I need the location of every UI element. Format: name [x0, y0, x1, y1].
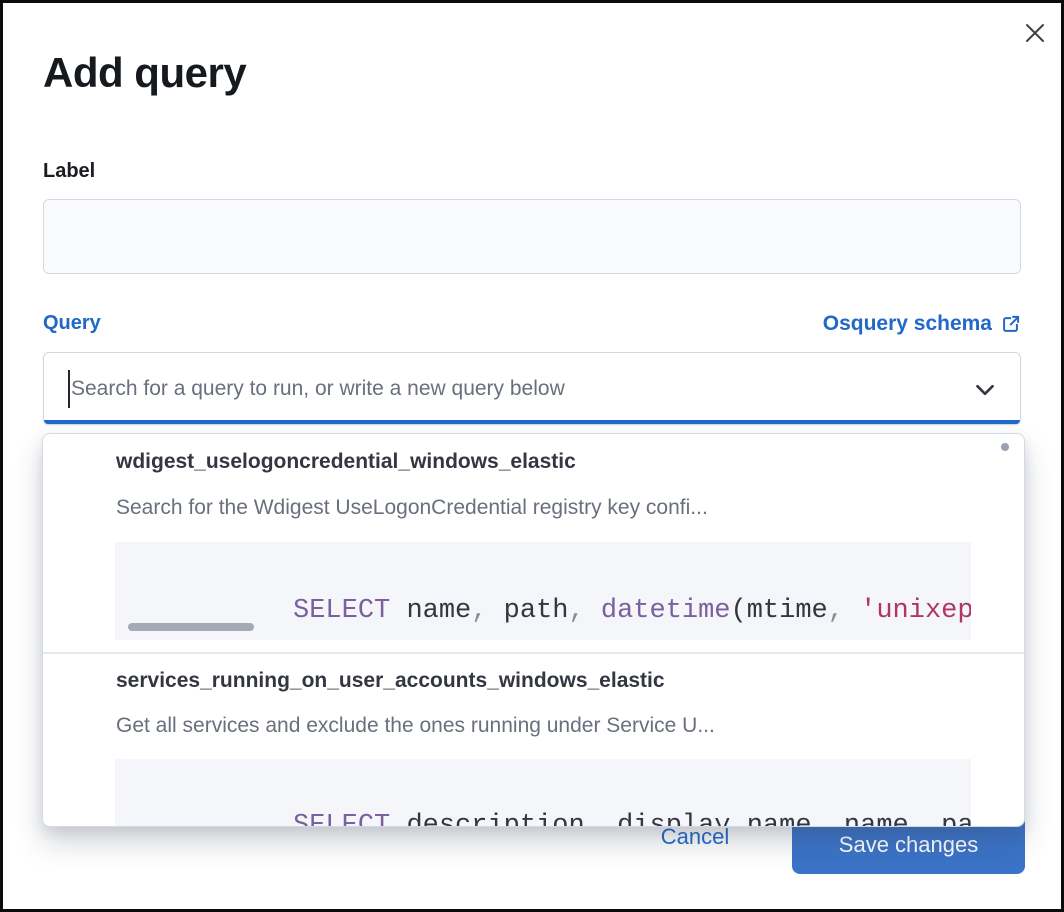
- sql-token: ,: [584, 811, 601, 827]
- query-option-sql-preview: SELECT description, display_name, name, …: [115, 759, 971, 827]
- sql-token: name: [390, 596, 472, 626]
- modal-title: Add query: [43, 49, 247, 96]
- vertical-scrollbar-thumb[interactable]: [1001, 443, 1009, 451]
- sql-token: ,: [908, 811, 925, 827]
- sql-token: description: [390, 811, 585, 827]
- query-combobox[interactable]: [43, 352, 1021, 425]
- osquery-schema-link-label: Osquery schema: [822, 312, 992, 335]
- sql-token: name: [827, 811, 909, 827]
- query-search-input[interactable]: [71, 353, 951, 424]
- query-option-title: services_running_on_user_accounts_window…: [116, 669, 665, 692]
- query-option-title: wdigest_uselogoncredential_windows_elast…: [116, 450, 576, 473]
- cancel-button[interactable]: Cancel: [635, 813, 755, 861]
- text-caret: [68, 370, 70, 408]
- sql-token: path: [487, 596, 569, 626]
- sql-token: ,: [827, 596, 844, 626]
- option-divider: [43, 652, 1024, 654]
- external-link-icon: [1000, 314, 1021, 335]
- sql-token: 'unixepoch': [860, 596, 971, 626]
- close-icon: [1022, 20, 1048, 46]
- focus-underline: [44, 420, 1020, 424]
- chevron-down-icon[interactable]: [972, 377, 998, 403]
- horizontal-scrollbar-thumb[interactable]: [128, 623, 254, 631]
- sql-token: datetime: [584, 596, 731, 626]
- sql-token: SELECT: [293, 596, 391, 626]
- sql-token: display_name: [600, 811, 812, 827]
- query-option-wdigest[interactable]: wdigest_uselogoncredential_windows_elast…: [43, 434, 1024, 652]
- sql-token: ,: [471, 596, 488, 626]
- label-field-label: Label: [43, 160, 96, 182]
- query-option-description: Search for the Wdigest UseLogonCredentia…: [116, 496, 708, 519]
- osquery-schema-link[interactable]: Osquery schema: [823, 312, 1021, 336]
- sql-token: SELECT: [293, 811, 391, 827]
- query-option-description: Get all services and exclude the ones ru…: [116, 714, 715, 737]
- query-option-sql-preview: SELECT name, path, datetime(mtime, 'unix…: [115, 542, 971, 640]
- sql-token: (mtime: [730, 596, 828, 626]
- query-field-label: Query: [43, 312, 101, 334]
- label-input[interactable]: [43, 199, 1021, 274]
- close-button[interactable]: [1019, 17, 1051, 49]
- query-option-services[interactable]: services_running_on_user_accounts_window…: [43, 654, 1024, 827]
- sql-token: ,: [568, 596, 585, 626]
- query-dropdown-panel: wdigest_uselogoncredential_windows_elast…: [42, 433, 1025, 827]
- sql-token: ,: [811, 811, 828, 827]
- sql-token: path: [941, 811, 971, 827]
